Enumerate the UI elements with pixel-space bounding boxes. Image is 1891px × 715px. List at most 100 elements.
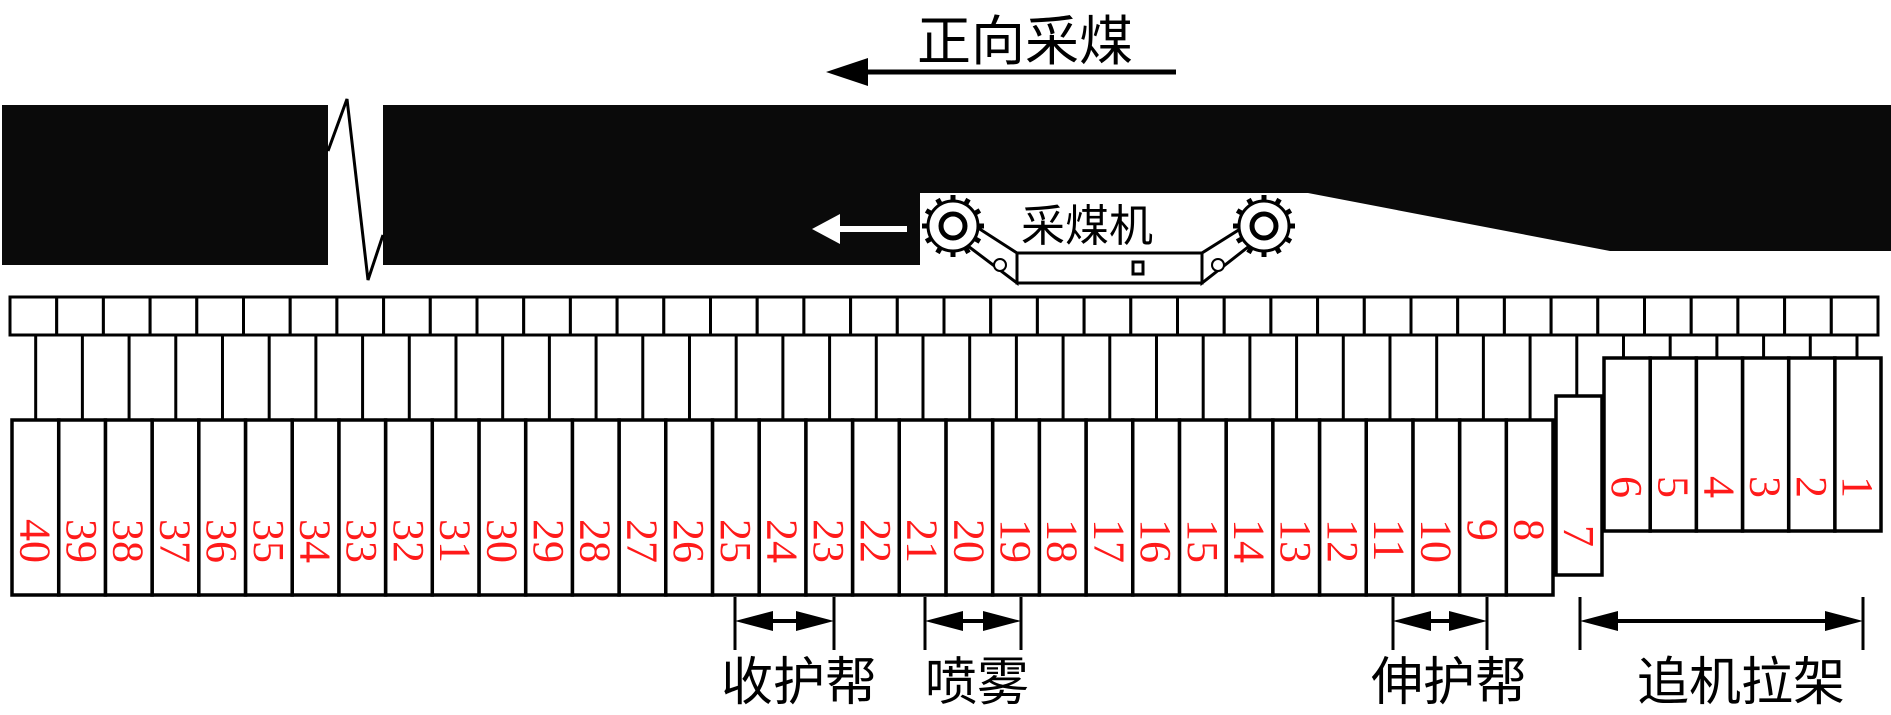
conveyor-pan: [522, 295, 572, 337]
support-7: 7: [1554, 394, 1604, 577]
arrow-left-icon: [1580, 611, 1618, 631]
support-5: 5: [1648, 356, 1699, 533]
support-number: 36: [197, 519, 246, 563]
operation-range-arrow-3: [1578, 597, 1865, 650]
support-box: [383, 418, 435, 597]
break-line: [326, 98, 385, 281]
support-number: 20: [944, 519, 993, 563]
support-21: 21: [897, 418, 948, 597]
operation-annotations: 收护帮 喷雾 伸护帮 追机拉架: [721, 597, 1865, 713]
support-number: 1: [1833, 476, 1882, 498]
shearer-direction-arrow-icon: [812, 214, 840, 244]
support-31: 31: [430, 418, 481, 597]
support-number: 25: [711, 519, 760, 563]
support-box: [1317, 418, 1368, 597]
support-8: 8: [1504, 418, 1555, 597]
support-number: 9: [1458, 519, 1507, 541]
support-box: [1648, 356, 1699, 533]
support-34: 34: [290, 418, 341, 597]
support-box: [1177, 418, 1228, 597]
support-number: 35: [244, 519, 293, 563]
support-27: 27: [617, 418, 668, 597]
arrow-left-icon: [925, 611, 963, 631]
drum-hub: [938, 211, 968, 241]
support-number: 29: [524, 519, 573, 563]
support-33: 33: [337, 418, 388, 597]
drum-hub: [1249, 211, 1279, 241]
support-2: 2: [1787, 356, 1837, 533]
support-23: 23: [804, 418, 855, 597]
support-box: [1554, 394, 1604, 577]
support-39: 39: [56, 418, 108, 597]
conveyor-pan: [288, 295, 339, 337]
support-22: 22: [850, 418, 901, 597]
support-36: 36: [197, 418, 248, 597]
conveyor-pan: [8, 295, 59, 337]
coal-block-left: [2, 105, 328, 265]
support-box: [150, 418, 201, 597]
conveyor-pan: [1689, 295, 1740, 337]
cutting-drum-left-icon: [922, 195, 984, 257]
operation-label-advance-support: 追机拉架: [1637, 653, 1845, 713]
conveyor-pan: [1129, 295, 1180, 337]
arrow-left-icon: [735, 611, 773, 631]
support-16: 16: [1130, 418, 1182, 597]
support-17: 17: [1084, 418, 1135, 597]
support-number: 8: [1505, 519, 1554, 541]
support-13: 13: [1271, 418, 1322, 597]
support-20: 20: [944, 418, 995, 597]
support-number: 30: [477, 519, 526, 563]
shearer-window: [1131, 260, 1145, 276]
arm-pivot-right: [1211, 258, 1225, 272]
conveyor-pan: [755, 295, 806, 337]
conveyor-pan: [1269, 295, 1320, 337]
conveyor-pan: [1176, 295, 1226, 337]
support-number: 23: [804, 519, 853, 563]
support-29: 29: [523, 418, 575, 597]
support-18: 18: [1037, 418, 1088, 597]
conveyor-pan: [428, 295, 479, 337]
conveyor-pan: [382, 295, 432, 337]
conveyor-pan: [568, 295, 619, 337]
conveyor-pan: [1596, 295, 1647, 337]
arrow-right-icon: [983, 611, 1021, 631]
support-15: 15: [1177, 418, 1228, 597]
operation-label-retract-guard: 收护帮: [721, 653, 877, 713]
arrow-right-icon: [1449, 611, 1487, 631]
conveyor-pan: [475, 295, 526, 337]
conveyor-pan: [662, 295, 712, 337]
support-30: 30: [477, 418, 528, 597]
support-box: [710, 418, 761, 597]
support-box: [897, 418, 948, 597]
support-box: [1411, 418, 1462, 597]
support-box: [1224, 418, 1275, 597]
hydraulic-supports: 1234567891011121314151617181920212223242…: [10, 356, 1883, 597]
conveyor-pan: [1549, 295, 1600, 337]
support-box: [1833, 356, 1883, 533]
support-links: [34, 335, 1859, 420]
support-12: 12: [1317, 418, 1368, 597]
support-box: [804, 418, 855, 597]
shearer-body: [1015, 251, 1204, 285]
support-number: 6: [1602, 476, 1651, 498]
arrow-right-icon: [1825, 611, 1863, 631]
conveyor-pan: [1829, 295, 1880, 337]
direction-arrow-head-icon: [826, 58, 868, 86]
conveyor-pan: [1456, 295, 1506, 337]
conveyor-pan: [195, 295, 246, 337]
support-box: [757, 418, 808, 597]
support-box: [197, 418, 248, 597]
support-3: 3: [1741, 356, 1791, 533]
support-number: 37: [150, 519, 199, 563]
support-number: 7: [1554, 525, 1603, 547]
operation-range-arrow-0: [733, 597, 836, 650]
support-28: 28: [570, 418, 621, 597]
support-number: 17: [1084, 519, 1133, 563]
support-35: 35: [243, 418, 294, 597]
coal-seam: [2, 98, 1891, 281]
support-number: 16: [1131, 519, 1180, 563]
support-box: [103, 418, 154, 597]
shearer: 采煤机: [812, 195, 1295, 287]
support-box: [10, 418, 61, 597]
